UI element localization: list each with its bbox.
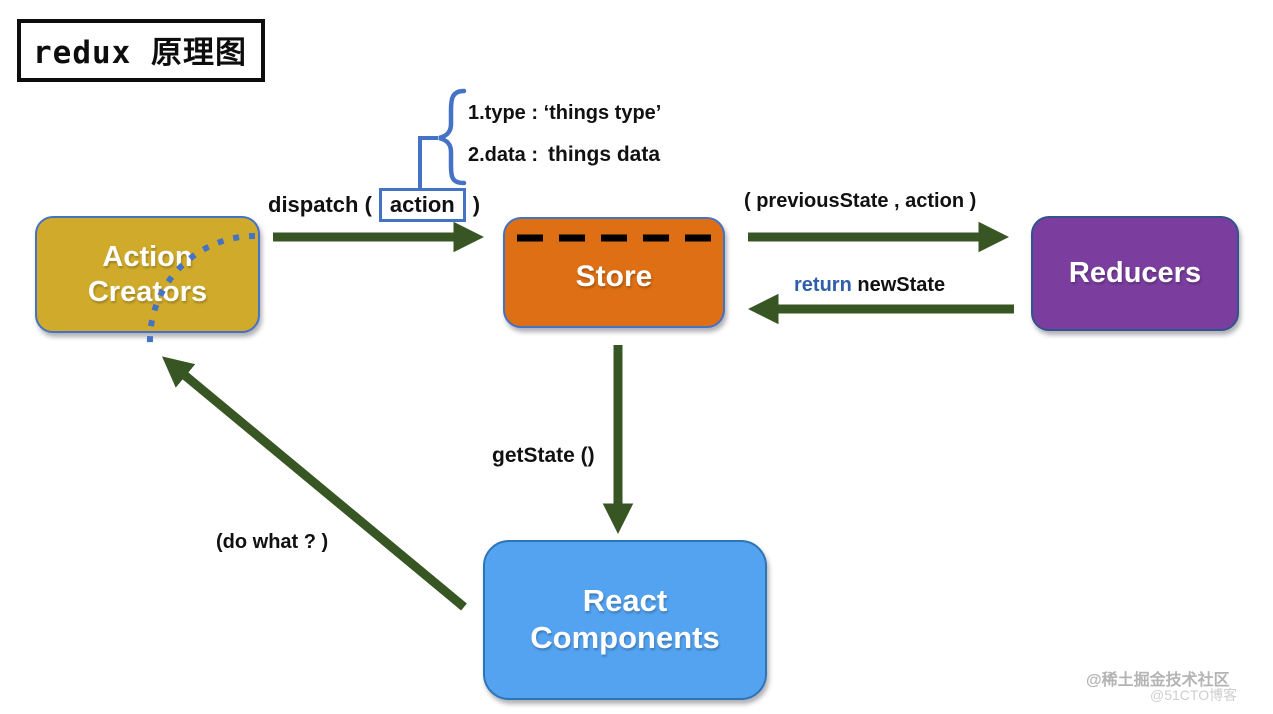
node-action-creators-line2: Creators	[87, 275, 208, 308]
node-reducers-label: Reducers	[1068, 257, 1202, 290]
node-action-creators-line1: Action	[102, 241, 193, 274]
node-store: Store	[503, 217, 725, 328]
annotation-data-value: things data	[548, 143, 661, 166]
annotation-data: 2.data : things data	[468, 143, 660, 167]
do-what-arrow	[161, 356, 467, 611]
diagram-title-box: redux 原理图	[17, 19, 265, 82]
annotation-data-label: 2.data :	[468, 144, 539, 166]
action-chip: action	[378, 188, 466, 222]
action-brace-connector	[418, 136, 438, 191]
node-reducers: Reducers	[1031, 216, 1239, 331]
do-what-label: (do what ? )	[216, 531, 329, 553]
watermark-juejin: @稀土掘金技术社区	[1086, 672, 1230, 689]
node-react-components-line2: Components	[530, 620, 720, 655]
node-react-components-line1: React	[582, 583, 668, 619]
annotation-type: 1.type : ‘things type’	[468, 102, 662, 124]
getstate-label: getState ()	[492, 444, 595, 467]
diagram-title: redux 原理图	[33, 35, 247, 71]
curly-brace	[438, 88, 467, 186]
dispatch-label: dispatch ( action )	[268, 188, 480, 222]
return-keyword: return	[794, 274, 852, 296]
newstate-text: newState	[851, 274, 946, 296]
return-newstate-label: return newState	[794, 274, 945, 297]
dispatch-prefix: dispatch (	[268, 192, 372, 217]
previousstate-action-label: ( previousState , action )	[744, 190, 977, 212]
node-action-creators: Action Creators	[35, 216, 260, 333]
watermark-51cto: @51CTO博客	[1150, 687, 1238, 703]
node-store-label: Store	[575, 259, 653, 293]
node-react-components: React Components	[483, 540, 767, 700]
dispatch-suffix: )	[472, 192, 481, 217]
